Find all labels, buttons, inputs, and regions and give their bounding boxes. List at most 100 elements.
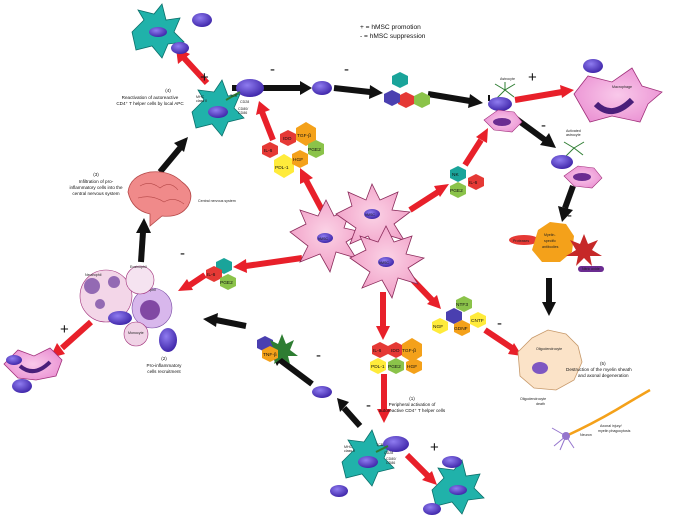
oligodendrocyte-label: Oligodendrocyte (536, 347, 562, 351)
hmsc-cluster: hMSC hMSC hMSC (289, 183, 426, 300)
monocyte-label: Monocyte (128, 331, 144, 335)
step5-line2: and axonal degeneration (578, 373, 629, 378)
proteases-label: Proteases (513, 239, 529, 243)
mol-hgf (292, 150, 308, 168)
left-molecules: IL-6 PGE2 (206, 258, 236, 290)
step5-number: (5) (600, 361, 606, 366)
nitric-oxide-star (566, 234, 602, 266)
mol-ido-label: IDO (283, 136, 292, 142)
step3-line2: inflammatory cells into the (69, 185, 123, 190)
minus-sign: - (497, 315, 502, 332)
mol-pge2-label: PGE2 (388, 364, 401, 370)
arrow-il6-to-astrocyte (462, 138, 484, 167)
legend-promotion: + = hMSC promotion (360, 24, 421, 31)
myelin-label-1: Myelin- (544, 233, 556, 237)
minus-sign: - (366, 397, 371, 414)
neurotrophic-molecules: NTF3 CNTF NGF GDNF (432, 296, 486, 336)
astrocyte-group: Astrocyte (483, 77, 523, 133)
mhc-label: MHC (196, 95, 205, 99)
tcr-label: TCR (376, 443, 384, 447)
step4-line1: Reactivation of autoreactive (122, 95, 179, 100)
mhc-class-label: class II (196, 99, 207, 103)
arrow-bottom-apc-to-cells (404, 452, 431, 479)
arrow-hmsc-to-il6-right (408, 189, 440, 213)
step5-line1: Destruction of the myelin sheath (566, 367, 632, 372)
oligo-death-label-1: Oligodendrocyte (520, 397, 546, 401)
axonal-label-2: myelin phagocytosis (598, 429, 631, 433)
plus-sign: + (60, 321, 69, 338)
plus-sign: + (528, 69, 537, 86)
cns-label: Central nervous system (198, 199, 236, 203)
step4-line2: CD4⁺ T helper cells by local APC (116, 101, 184, 106)
mol-tgfb (296, 122, 316, 146)
neuron (551, 427, 575, 451)
hmsc-label: hMSC (379, 261, 389, 265)
arrow-cns-to-apc (157, 146, 183, 174)
bottom-right-apc (423, 456, 485, 515)
mol-ntf3-label: NTF3 (456, 302, 468, 308)
top-apc-complex: MHC class II TCR CD28 CD80/ CD86 (4) Rea… (116, 79, 264, 137)
mol-il6 (262, 142, 278, 158)
neuron-label: Neuron (580, 433, 592, 437)
arrow-tcell-to-tnf (278, 357, 314, 387)
mol-ido (280, 130, 296, 146)
mol-tgfb-label: TGF-β (297, 133, 311, 139)
mol-ido-label: IDO (391, 348, 400, 354)
mol-cntf-label: CNTF (471, 318, 484, 324)
activated-astrocyte-group: Activated astrocyte (551, 129, 603, 189)
mhc-label: MHC (344, 445, 353, 449)
arrow-tcell-to-cytokines-top (333, 85, 371, 95)
nitric-oxide-badge (578, 266, 604, 272)
mol-pdl1-label: PDL-1 (371, 364, 385, 370)
macrophage-top-right: Macrophage (573, 59, 663, 123)
mol-pge2-label: PGE2 (308, 147, 321, 153)
mol-pdl1 (274, 154, 294, 178)
step2-number: (2) (161, 356, 167, 361)
arrow-neurotrophic-to-oligo (483, 327, 514, 351)
macrophage-label: Macrophage (612, 85, 632, 89)
cns-group: Central nervous system (3) Infiltration … (69, 171, 236, 227)
myelin-antibodies-badge (532, 222, 574, 262)
cd28-label: CD28 (240, 100, 249, 104)
top-left-cells (131, 3, 212, 59)
activated-astrocyte-label-1: Activated (566, 129, 581, 133)
step1-number: (1) (409, 396, 415, 401)
activated-astrocyte-label-2: astrocyte (566, 133, 581, 137)
right-mid-molecules: NK IL-6 PGE2 (450, 166, 484, 198)
astrocyte-label: Astrocyte (500, 77, 515, 81)
mol-pdl1-label: PDL-1 (275, 165, 289, 171)
mol-il6-label: IL-6 (469, 180, 478, 186)
cd80-label: CD80/ (238, 107, 248, 111)
legend: + = hMSC promotion - = hMSC suppression (360, 24, 426, 40)
top-molecules: IL-6 IDO TGF-β PDL-1 HGF PGE2 (262, 122, 324, 178)
cytokine (384, 90, 400, 106)
minus-sign: - (180, 245, 185, 262)
myelin-group: Proteases Myelin- specific antibodies Ni… (509, 222, 604, 272)
plus-sign: + (430, 439, 439, 456)
arrow-hmsc-to-il6-left (245, 255, 303, 269)
step4-number: (4) (165, 88, 171, 93)
step1-line2: autoreactive CD4⁺ T helper cells (379, 408, 446, 413)
axon (565, 388, 651, 438)
minus-sign: - (567, 207, 572, 224)
mol-tnfb-label: TNF-β (263, 352, 277, 358)
legend-suppression: - = hMSC suppression (360, 33, 426, 40)
cytokine (392, 72, 408, 88)
minus-sign: - (316, 347, 321, 364)
arrow-astrocyte-to-macrophage (514, 89, 563, 103)
tcr-label: TCR (230, 94, 238, 98)
axonal-label-1: Axonal injury/ (600, 424, 622, 428)
oligo-death-label-2: death (536, 402, 545, 406)
eosinophil-label: Eosinophil (130, 265, 147, 269)
step2-line1: Pro-inflammatory (147, 363, 183, 368)
recruitment-cluster: Neutrophil Basophil Eosinophil Monocyte … (79, 265, 183, 374)
arrow-recruitment-to-macrophage (59, 319, 94, 351)
cd86-label: CD86 (386, 461, 395, 465)
arrow-tnf-to-recruitment (215, 317, 247, 329)
step3-line3: central nervous system (72, 191, 119, 196)
arrow-il6-to-recruitment (188, 272, 207, 288)
neutrophil-label: Neutrophil (85, 273, 102, 277)
step3-number: (3) (93, 172, 99, 177)
mol-il6-label: IL-6 (207, 272, 216, 278)
